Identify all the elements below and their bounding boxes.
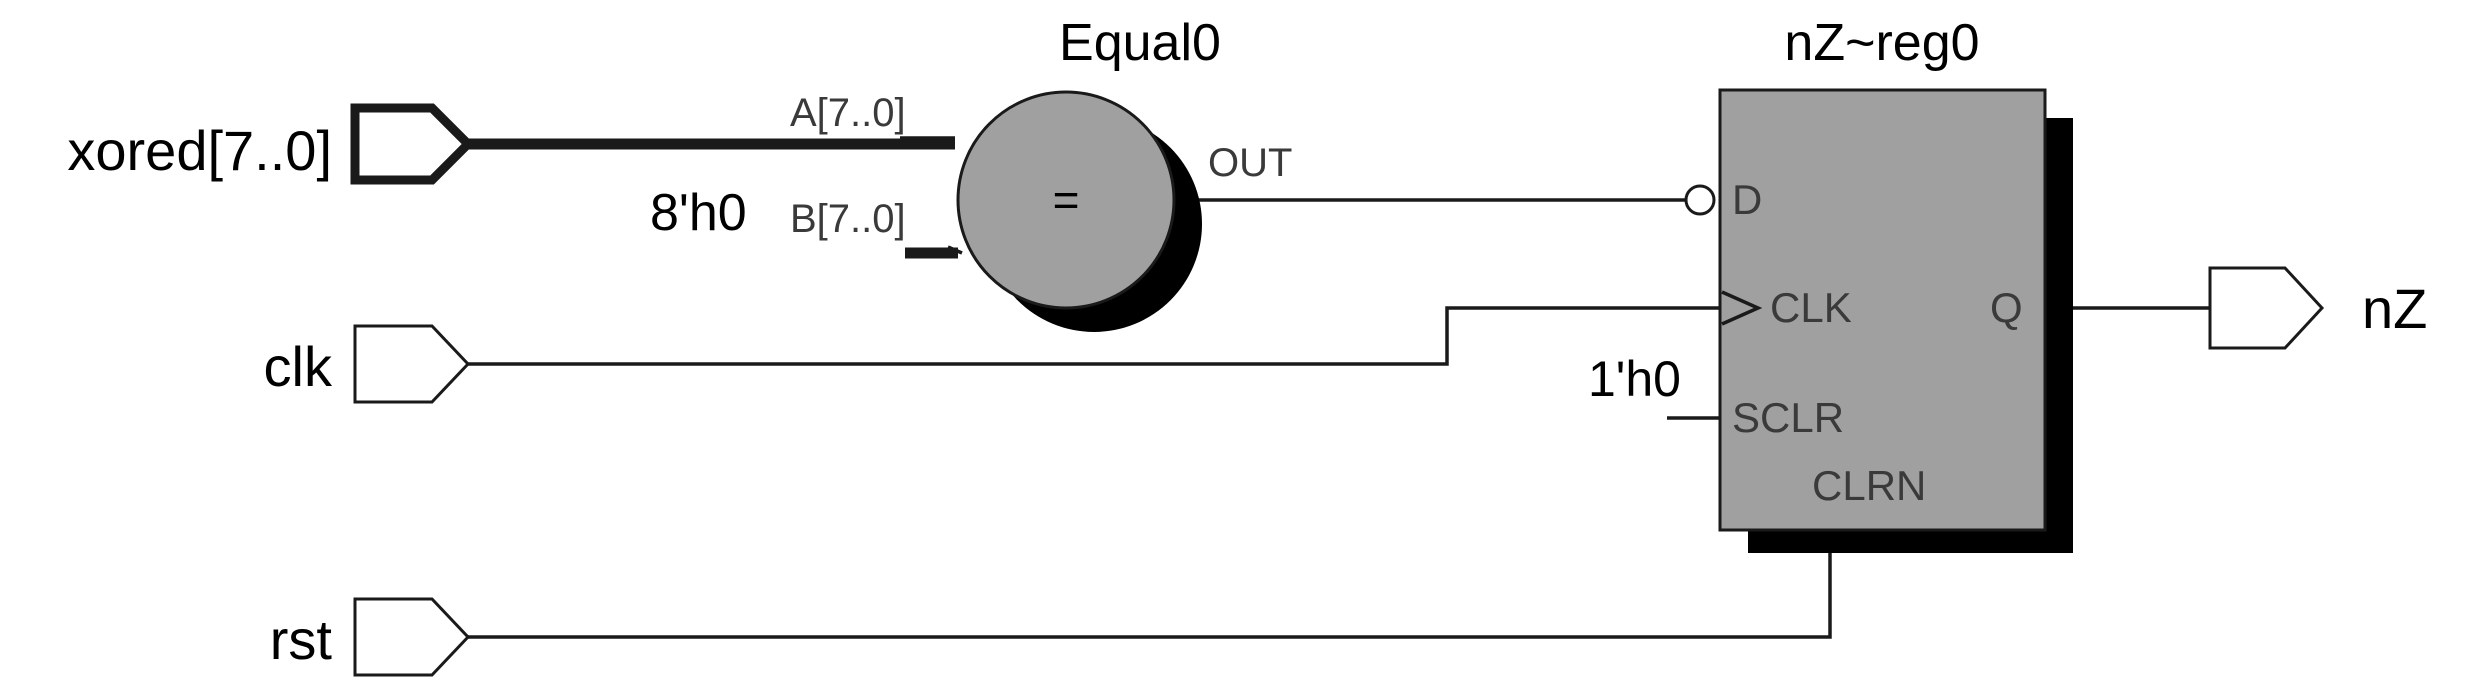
register-pin-q: Q — [1990, 284, 2023, 331]
register-title: nZ~reg0 — [1784, 14, 1979, 72]
comparator-const-b: 8'h0 — [650, 184, 747, 242]
port-nz[interactable]: nZ — [2208, 266, 2427, 350]
register-clock-triangle — [1721, 290, 1763, 326]
register-pin-d: D — [1732, 176, 1762, 223]
register-pin-clk: CLK — [1770, 284, 1852, 331]
port-xored-label: xored[7..0] — [67, 119, 332, 182]
comparator-symbol: = — [1053, 174, 1080, 226]
register-pin-sclr: SCLR — [1732, 394, 1844, 441]
port-rst-shape — [353, 597, 471, 677]
register-d-inversion-bubble — [1684, 184, 1716, 216]
wire-clk — [468, 306, 1720, 366]
comparator-body — [956, 90, 1176, 310]
port-clk[interactable]: clk — [264, 324, 471, 404]
register-body — [1718, 88, 2047, 532]
register-nz-reg0[interactable]: nZ~reg0 D CLK Q SCLR CLRN 1'h0 — [1588, 14, 2073, 553]
comparator-equal0[interactable]: Equal0 = A[7..0] B[7..0] OUT 8'h0 — [650, 14, 1292, 332]
comparator-title: Equal0 — [1059, 14, 1221, 72]
port-clk-shape — [353, 324, 471, 404]
port-nz-label: nZ — [2362, 277, 2427, 340]
register-const-sclr: 1'h0 — [1588, 351, 1681, 407]
port-xored-shape — [350, 103, 475, 185]
port-rst-label: rst — [270, 608, 333, 671]
port-xored[interactable]: xored[7..0] — [67, 103, 475, 185]
wire-rst — [468, 531, 1832, 639]
comparator-pin-b: B[7..0] — [790, 197, 906, 241]
wire-b-stub — [947, 245, 963, 255]
wires — [468, 136, 2210, 639]
port-clk-label: clk — [264, 335, 333, 398]
port-rst[interactable]: rst — [270, 597, 471, 677]
register-pin-clrn: CLRN — [1812, 462, 1926, 509]
comparator-pin-out: OUT — [1208, 141, 1292, 185]
port-nz-shape — [2208, 266, 2325, 350]
comparator-pin-a: A[7..0] — [790, 91, 906, 135]
